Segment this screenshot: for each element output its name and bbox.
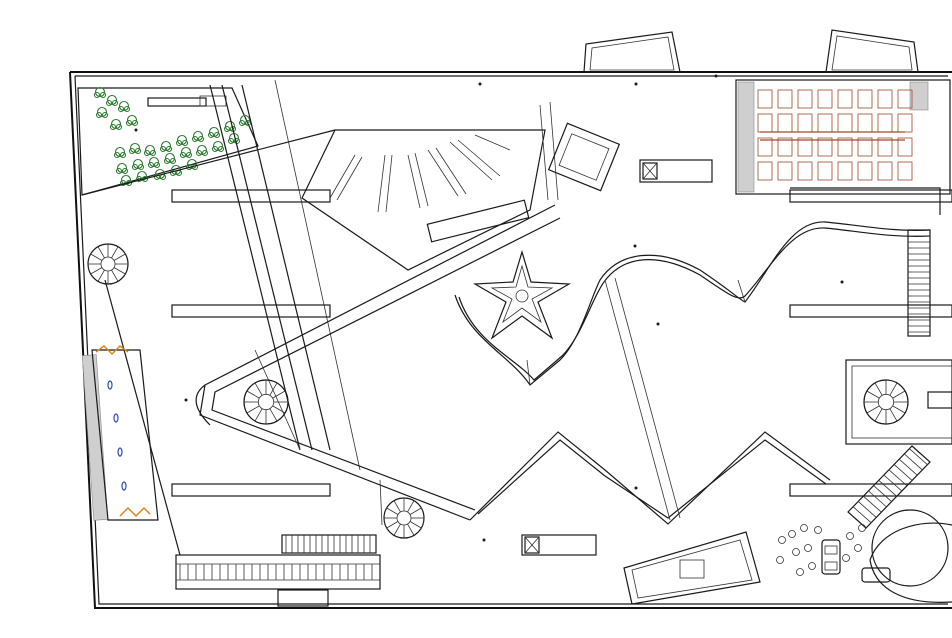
building-outline	[69, 71, 952, 609]
star-sculpture-icon	[472, 249, 572, 340]
tree-symbol	[147, 156, 161, 169]
bottom-left-seating	[175, 534, 381, 607]
tree-symbol	[115, 162, 129, 175]
structural-beams	[81, 79, 361, 556]
tree-symbol	[131, 158, 145, 171]
tree-symbol	[119, 174, 133, 187]
column-dots	[134, 74, 844, 542]
tree-symbol	[143, 144, 157, 157]
tree-symbol	[105, 94, 119, 107]
diagonal-ramp	[847, 445, 952, 603]
tree-symbol	[211, 140, 225, 153]
tree-symbol	[223, 120, 237, 133]
tree-symbol	[95, 106, 109, 119]
wavy-facade	[454, 221, 931, 386]
tree-symbols	[93, 86, 252, 187]
hatched-block	[735, 79, 951, 195]
square-plinth	[547, 122, 621, 192]
tree-symbol	[125, 114, 139, 127]
brick-grid	[757, 89, 913, 181]
tree-symbol	[179, 146, 193, 159]
tree-symbol	[93, 86, 107, 99]
tree-symbol	[163, 152, 177, 165]
service-box-top	[639, 159, 713, 183]
tree-symbol	[195, 144, 209, 157]
straight-stair-right	[790, 187, 941, 337]
garden-area	[77, 86, 259, 196]
rooftop-skylight-right	[825, 29, 919, 73]
spiral-stair-icon	[863, 379, 909, 425]
right-room	[845, 359, 952, 445]
spiral-stair-icon	[383, 497, 425, 539]
spiral-stairs	[87, 243, 949, 587]
spiral-stair-icon	[871, 509, 949, 587]
service-box-bottom	[521, 534, 597, 556]
rooftop-skylight-left	[583, 31, 681, 73]
spiral-stair-icon	[87, 243, 129, 285]
tree-symbol	[128, 142, 142, 155]
tree-symbol	[159, 140, 173, 153]
left-strip	[81, 345, 159, 521]
tree-symbol	[207, 126, 221, 139]
tree-symbol	[191, 130, 205, 143]
tree-symbol	[238, 114, 252, 127]
car-icon	[861, 567, 891, 583]
diagonal-promenade	[195, 204, 561, 526]
radial-ramp-wedge	[301, 101, 559, 271]
car-icon	[821, 539, 841, 575]
people-icon	[776, 524, 866, 576]
bench-rows	[171, 189, 952, 497]
spiral-stair-icon	[243, 379, 289, 425]
tree-symbol	[109, 118, 123, 131]
tree-symbol	[117, 100, 131, 113]
zigzag-facade	[469, 277, 831, 525]
tree-symbol	[113, 146, 127, 159]
tree-symbol	[175, 134, 189, 147]
kiosk-block	[623, 531, 761, 605]
